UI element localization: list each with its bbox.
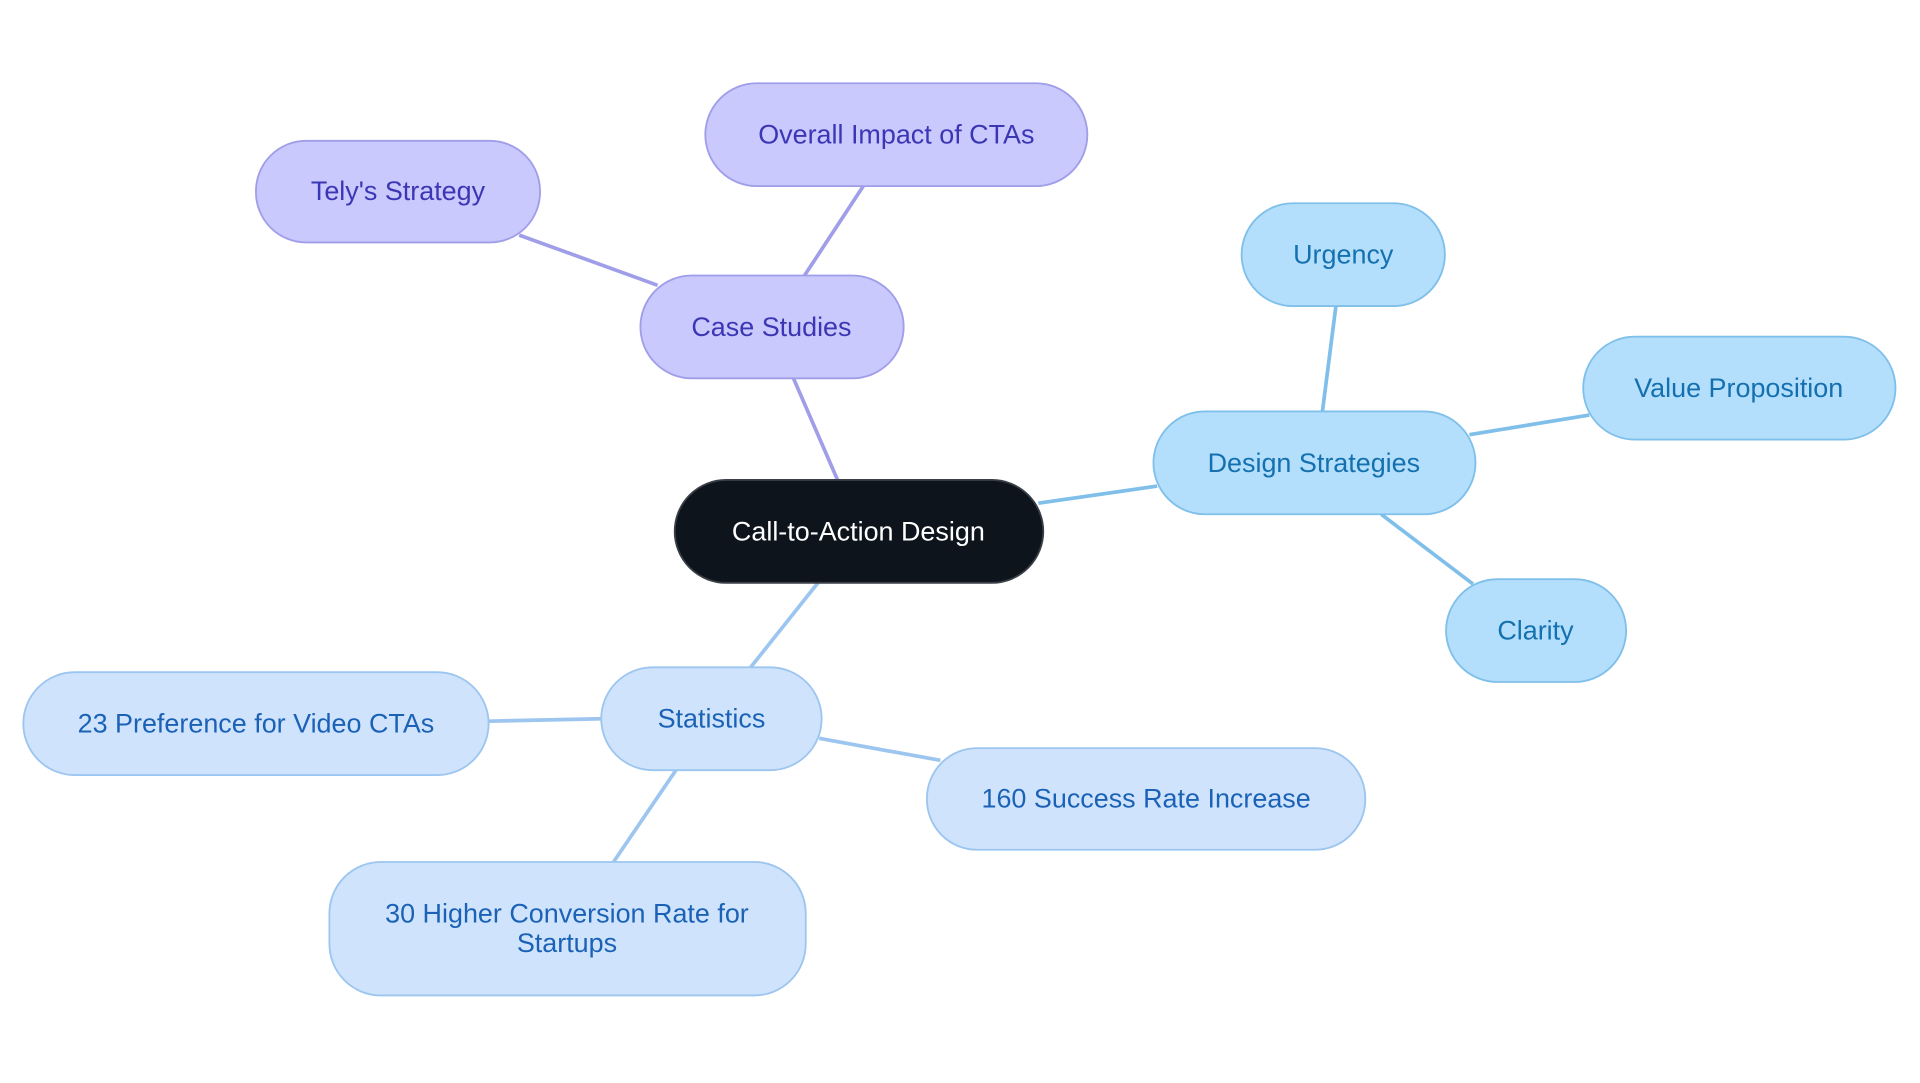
edge-root-statistics: [749, 581, 820, 669]
edge-design-urgency: [1320, 305, 1338, 412]
edge-design-value-proposition: [1469, 413, 1590, 437]
node-telys-strategy[interactable]: Tely's Strategy: [255, 139, 541, 244]
node-success-rate[interactable]: 160 Success Rate Increase: [926, 747, 1367, 851]
node-overall-impact[interactable]: Overall Impact of CTAs: [704, 82, 1089, 188]
node-label: Value Proposition: [1634, 373, 1843, 403]
node-label: Design Strategies: [1208, 448, 1421, 478]
node-label: 23 Preference for Video CTAs: [78, 709, 435, 739]
edge-case-studies-overall-impact: [802, 185, 865, 277]
node-label: Call-to-Action Design: [732, 516, 985, 546]
node-label: Case Studies: [691, 312, 851, 342]
edge-case-studies-telys-strategy: [518, 233, 659, 288]
node-clarity[interactable]: Clarity: [1445, 578, 1628, 683]
node-label: Clarity: [1497, 616, 1574, 646]
node-conversion-rate[interactable]: 30 Higher Conversion Rate for Startups: [328, 861, 807, 997]
edge-root-design-strategies: [1038, 484, 1158, 506]
edge-statistics-success-rate: [818, 736, 941, 763]
edge-design-clarity: [1380, 512, 1475, 586]
node-video-ctas[interactable]: 23 Preference for Video CTAs: [22, 671, 490, 776]
node-value-proposition[interactable]: Value Proposition: [1582, 335, 1897, 441]
node-label-line-2: Startups: [517, 928, 617, 958]
edge-statistics-conversion-rate: [611, 769, 678, 864]
node-label: Urgency: [1293, 240, 1394, 270]
node-label: Tely's Strategy: [311, 176, 486, 206]
node-design-strategies[interactable]: Design Strategies: [1152, 410, 1477, 516]
node-label: Overall Impact of CTAs: [758, 120, 1034, 150]
node-statistics[interactable]: Statistics: [600, 666, 823, 772]
node-label: 160 Success Rate Increase: [981, 783, 1310, 813]
node-urgency[interactable]: Urgency: [1240, 202, 1446, 308]
edge-root-case-studies: [791, 377, 840, 481]
node-label-line-1: 30 Higher Conversion Rate for: [385, 898, 749, 928]
edges: [488, 185, 1590, 864]
node-root[interactable]: Call-to-Action Design: [673, 479, 1045, 584]
node-label: Statistics: [658, 704, 766, 734]
edge-statistics-video-ctas: [488, 716, 602, 724]
node-case-studies[interactable]: Case Studies: [639, 274, 905, 380]
